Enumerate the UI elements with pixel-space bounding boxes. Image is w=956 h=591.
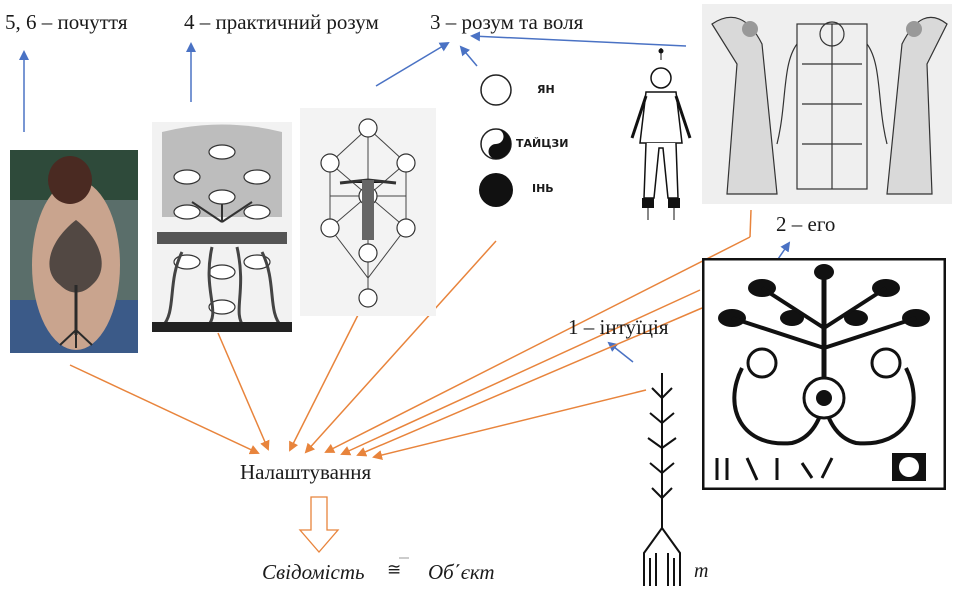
label-feelings: 5, 6 – почуття bbox=[5, 10, 128, 35]
arrow-sprout-to-setting bbox=[374, 390, 646, 457]
arrow-relief-to-mind bbox=[472, 36, 686, 46]
yin-yang-label-taiji: ТАЙЦЗИ bbox=[516, 137, 568, 150]
label-ego: 2 – его bbox=[776, 212, 835, 237]
standing-man-figure bbox=[622, 48, 700, 223]
woodcut-tree-serpents bbox=[702, 258, 946, 490]
label-intuition: 1 – інтуїція bbox=[568, 315, 669, 340]
arrow-tree-to-setting bbox=[218, 333, 268, 449]
sprout-drawing bbox=[632, 368, 692, 586]
arrow-sefirot-to-mind bbox=[376, 43, 448, 86]
tree-of-life-illustration bbox=[152, 122, 292, 332]
label-mind-will: 3 – розум та воля bbox=[430, 10, 583, 35]
approx-symbol: ≅ bbox=[387, 560, 401, 580]
label-consciousness: Свідомість bbox=[262, 560, 365, 585]
arrow-photo-to-setting bbox=[70, 365, 258, 453]
sefirot-figure-diagram bbox=[300, 108, 436, 316]
label-practical-mind: 4 – практичний розум bbox=[184, 10, 379, 35]
yin-yang-label-yin: ІНЬ bbox=[532, 182, 554, 195]
yin-yang-circles bbox=[478, 72, 518, 222]
arrow-sefirot-to-setting bbox=[290, 315, 358, 450]
tattoo-photo bbox=[10, 150, 138, 353]
arrow-relief-to-setting bbox=[750, 210, 751, 237]
label-object: Об΄єкт bbox=[428, 560, 495, 585]
arrow-yinyang-to-mind bbox=[461, 47, 477, 66]
assyrian-relief bbox=[702, 4, 952, 204]
yin-yang-label-yan: ЯН bbox=[537, 83, 555, 96]
label-tm: т bbox=[694, 560, 708, 583]
label-setting: Налаштування bbox=[240, 460, 371, 485]
hollow-down-arrow bbox=[300, 497, 338, 552]
